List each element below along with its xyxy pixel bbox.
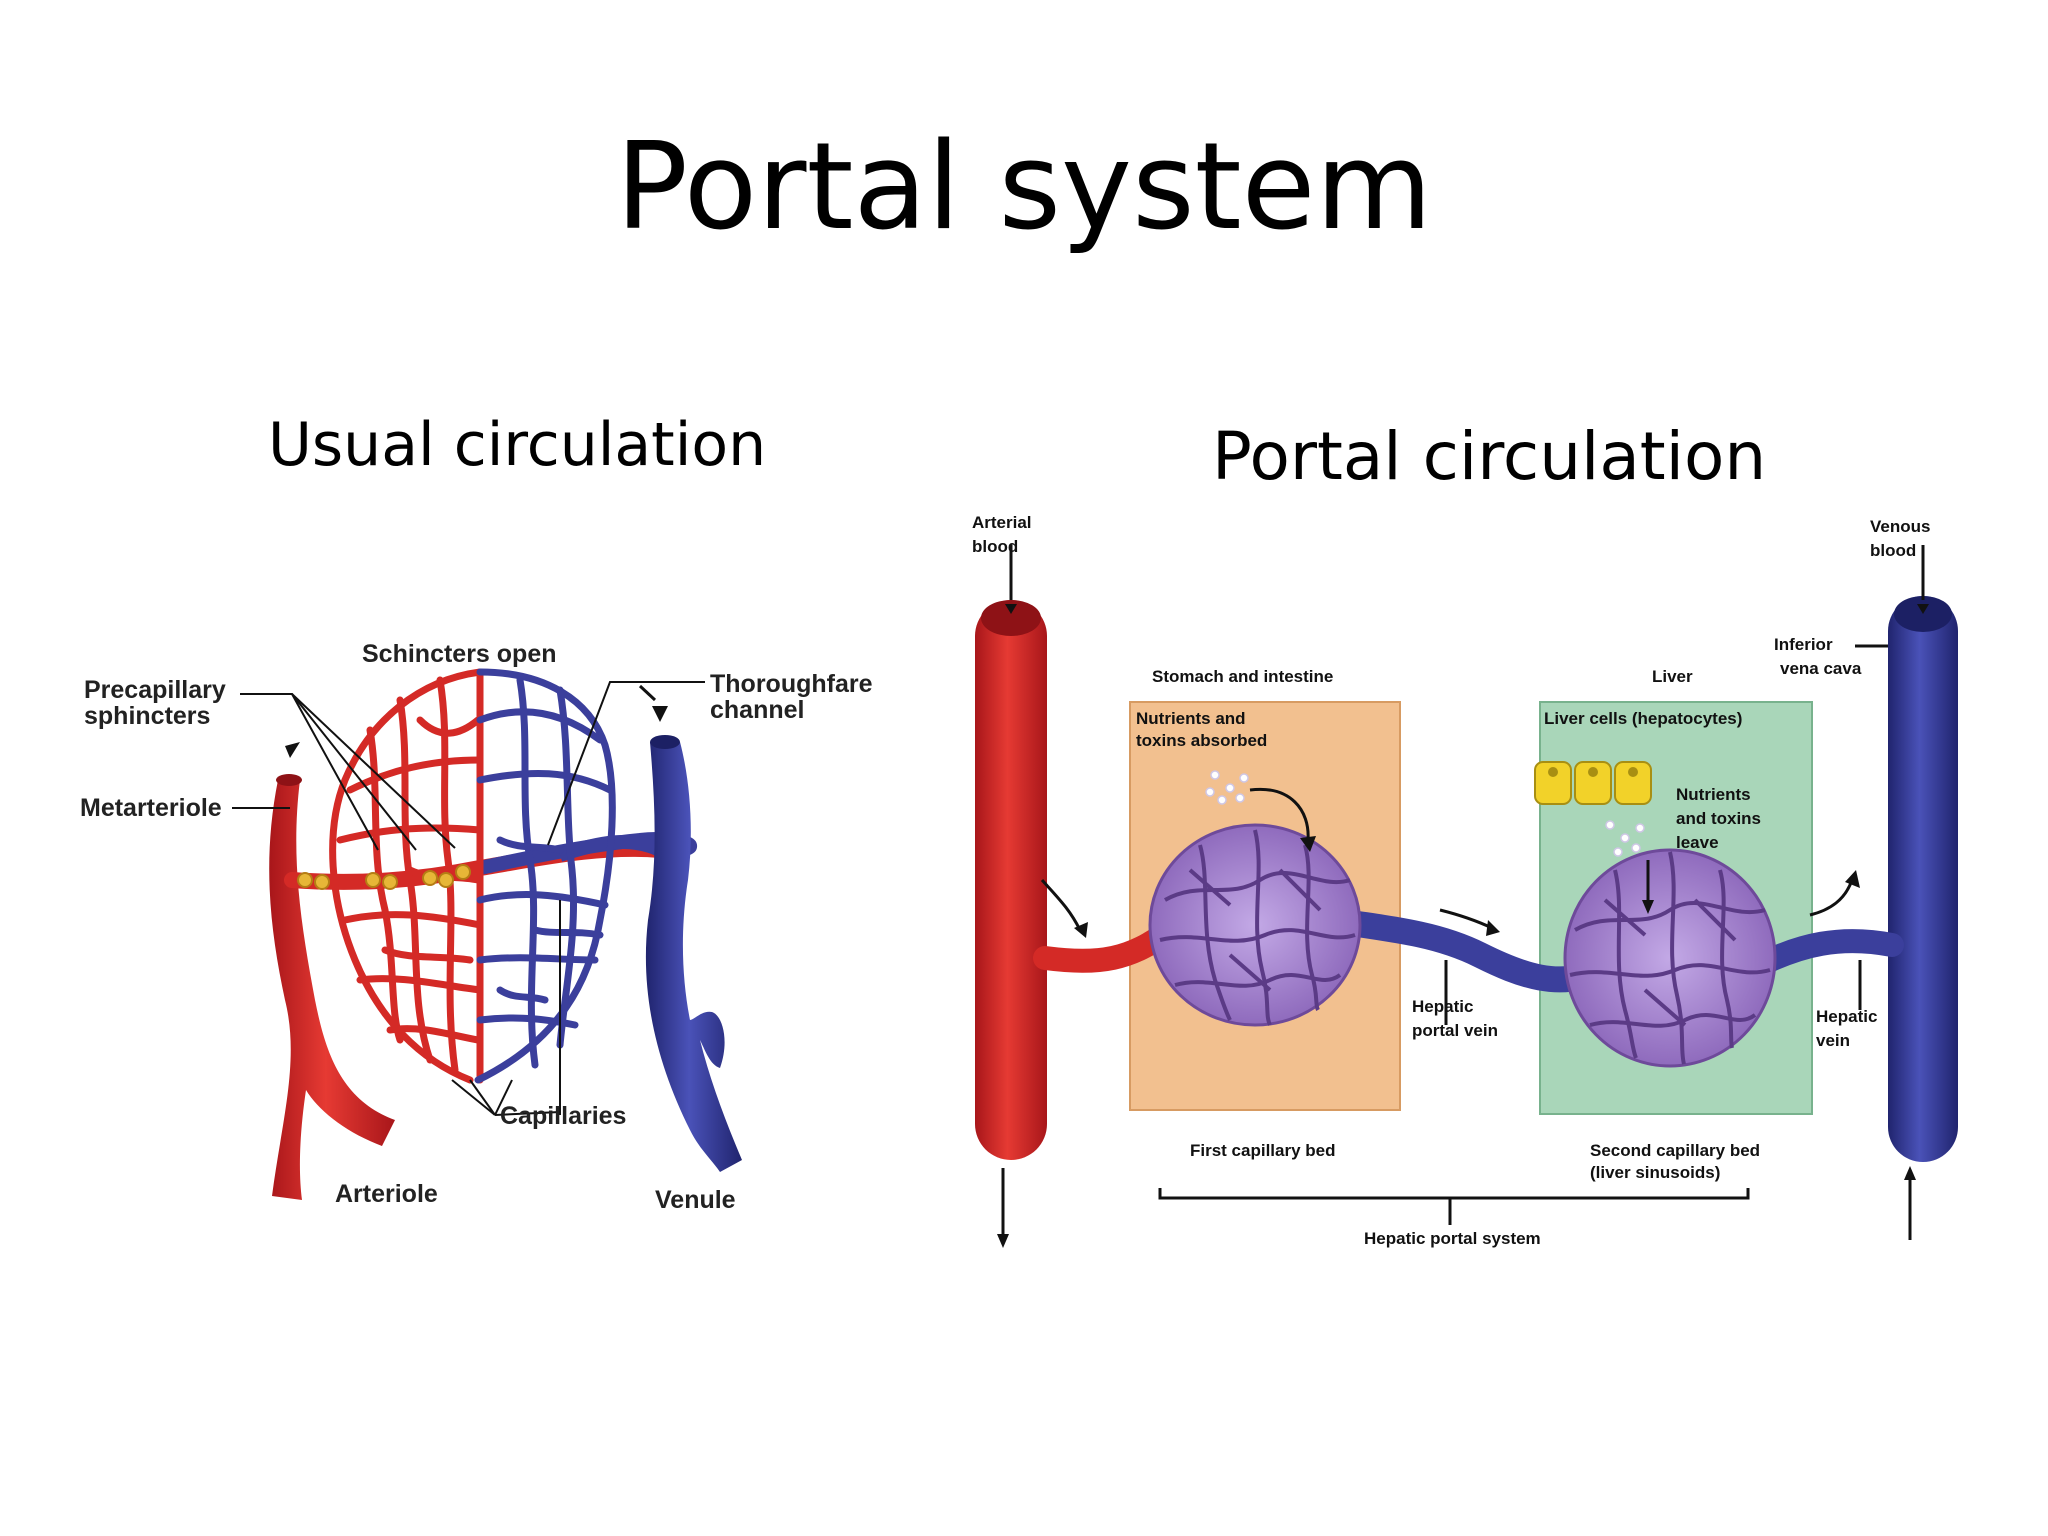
hepatic-vein bbox=[1748, 929, 1904, 977]
nutrients-absorbed-label-line2: toxins absorbed bbox=[1136, 731, 1267, 750]
liver-cells-label: Liver cells (hepatocytes) bbox=[1544, 709, 1742, 728]
liver-label: Liver bbox=[1652, 667, 1693, 686]
ivc-label-line1: Inferior bbox=[1774, 635, 1833, 654]
thoroughfare-label-line1: Thoroughfare bbox=[710, 670, 873, 698]
left-leader-lines bbox=[232, 681, 705, 1116]
usual-circulation-heading: Usual circulation bbox=[268, 410, 767, 480]
portal-circulation-diagram: Arterial blood Venous blood Inferior ven… bbox=[972, 513, 1958, 1248]
hepatic-vein-label-line2: vein bbox=[1816, 1031, 1850, 1050]
thoroughfare-label-line2: channel bbox=[710, 696, 804, 724]
slide-title: Portal system bbox=[615, 118, 1433, 257]
nutrients-leave-label-line1: Nutrients bbox=[1676, 785, 1751, 804]
venule-label: Venule bbox=[655, 1186, 736, 1214]
ivc-label-line2: vena cava bbox=[1780, 659, 1862, 678]
second-capillary-bed-label-line2: (liver sinusoids) bbox=[1590, 1163, 1720, 1182]
capillary-bed-blue bbox=[474, 668, 616, 1084]
nutrients-leave-label-line3: leave bbox=[1676, 833, 1719, 852]
metarteriole-label: Metarteriole bbox=[80, 794, 222, 822]
arteriole-label: Arteriole bbox=[335, 1180, 438, 1208]
nutrients-leave-label-line2: and toxins bbox=[1676, 809, 1761, 828]
hepatic-portal-vein bbox=[1317, 907, 1613, 993]
arterial-blood-label-line2: blood bbox=[972, 537, 1018, 556]
hepatic-portal-vein-label-line1: Hepatic bbox=[1412, 997, 1473, 1016]
flow-arrows bbox=[1001, 545, 1925, 1240]
nutrients-absorbed-label-line1: Nutrients and bbox=[1136, 709, 1246, 728]
hepatic-portal-vein-label-line2: portal vein bbox=[1412, 1021, 1498, 1040]
precapillary-sphincters bbox=[297, 864, 471, 890]
venous-blood-label-line1: Venous bbox=[1870, 517, 1930, 536]
venous-blood-label-line2: blood bbox=[1870, 541, 1916, 560]
arteriole-vessel bbox=[269, 774, 395, 1200]
sphincters-open-label: Schincters open bbox=[362, 640, 557, 668]
nutrient-dots bbox=[1205, 770, 1645, 857]
second-capillary-bed-label-line1: Second capillary bed bbox=[1590, 1141, 1760, 1160]
portal-circulation-heading: Portal circulation bbox=[1212, 418, 1767, 495]
venous-vessel bbox=[1888, 596, 1958, 1162]
first-capillary-bed-label: First capillary bed bbox=[1190, 1141, 1336, 1160]
capillaries-label: Capillaries bbox=[500, 1102, 626, 1130]
precapillary-label-line1: Precapillary bbox=[84, 676, 226, 704]
arterial-vessel bbox=[975, 600, 1047, 1160]
venule-vessel bbox=[645, 735, 742, 1172]
usual-circulation-diagram: Schincters open Precapillary sphincters … bbox=[80, 640, 873, 1214]
arterial-blood-label-line1: Arterial bbox=[972, 513, 1032, 532]
second-capillary-bed bbox=[1563, 848, 1777, 1068]
hepatic-portal-system-label: Hepatic portal system bbox=[1364, 1229, 1541, 1248]
first-capillary-bed bbox=[1148, 823, 1362, 1027]
hepatocytes-icon bbox=[1534, 761, 1652, 805]
stomach-intestine-label: Stomach and intestine bbox=[1152, 667, 1333, 686]
precapillary-label-line2: sphincters bbox=[84, 702, 210, 730]
hepatic-vein-label-line1: Hepatic bbox=[1816, 1007, 1877, 1026]
